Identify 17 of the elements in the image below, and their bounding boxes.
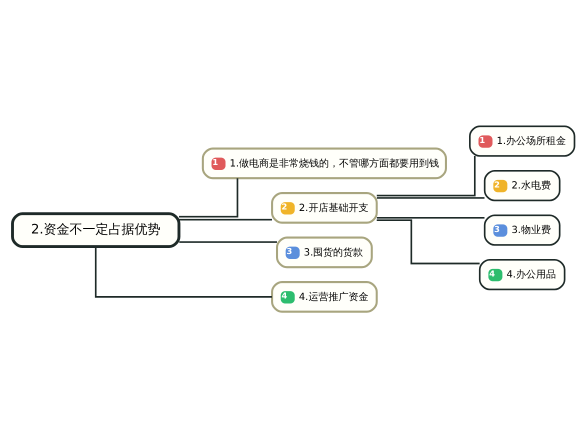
connector — [376, 218, 480, 264]
connector — [376, 216, 484, 218]
node-box: 3 3.物业费 — [484, 214, 560, 246]
connector — [179, 240, 277, 242]
connector — [376, 155, 476, 196]
node-box: 3 3.囤货的货款 — [276, 236, 373, 268]
node-box: 4 4.运营推广资金 — [271, 280, 378, 312]
node-box: 2 2.水电费 — [484, 169, 560, 201]
connector — [179, 178, 238, 217]
node-box: 1 1.做电商是非常烧钱的，不管哪方面都要用到钱 — [202, 147, 447, 179]
node-box: 4 4.办公用品 — [478, 258, 566, 290]
connector — [179, 218, 272, 220]
node-box: 1 1.办公场所租金 — [469, 124, 576, 156]
node-box: 2 2.开店基础开支 — [271, 192, 378, 224]
connector — [94, 246, 272, 298]
connector — [376, 196, 484, 198]
node-box: 2.资金不一定占据优势 — [11, 212, 180, 248]
